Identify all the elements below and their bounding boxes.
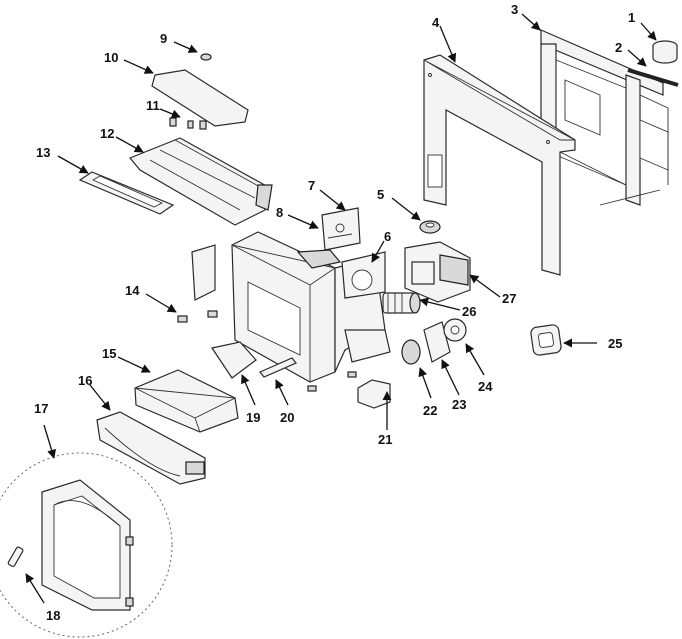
part-control-board xyxy=(321,207,361,251)
leader-lines xyxy=(25,13,657,604)
callout-5: 5 xyxy=(377,187,384,202)
callout-21: 21 xyxy=(378,432,392,447)
part-handle xyxy=(7,546,24,568)
callout-17: 17 xyxy=(34,401,48,416)
callout-24: 24 xyxy=(478,379,493,394)
part-impeller xyxy=(443,318,467,342)
callout-4: 4 xyxy=(432,15,440,30)
part-fan-bracket xyxy=(341,251,386,299)
part-face-frame xyxy=(423,54,576,276)
callout-3: 3 xyxy=(511,2,518,17)
callout-11: 11 xyxy=(146,98,160,113)
callout-27: 27 xyxy=(502,291,516,306)
callout-15: 15 xyxy=(102,346,116,361)
callout-26: 26 xyxy=(462,304,476,319)
callout-6: 6 xyxy=(384,229,391,244)
part-motor-assembly xyxy=(404,241,471,303)
callout-13: 13 xyxy=(36,145,50,160)
part-rail xyxy=(259,357,297,378)
part-side-shield xyxy=(357,379,391,409)
part-motor-disc xyxy=(419,220,441,234)
part-shutter xyxy=(211,341,257,379)
callout-8: 8 xyxy=(276,205,283,220)
part-door xyxy=(0,452,173,638)
part-gasket-plate xyxy=(530,324,562,356)
part-blower-motor xyxy=(401,339,421,365)
callout-10: 10 xyxy=(104,50,118,65)
callout-25: 25 xyxy=(608,336,622,351)
callout-9: 9 xyxy=(160,31,167,46)
part-hinge-bracket xyxy=(177,244,218,323)
part-knob xyxy=(200,53,212,61)
part-cap xyxy=(652,40,678,64)
part-ash-pan xyxy=(134,369,239,433)
part-rod xyxy=(627,68,679,87)
part-blower-plate xyxy=(423,321,451,363)
callout-16: 16 xyxy=(78,373,92,388)
callout-2: 2 xyxy=(615,40,622,55)
callout-19: 19 xyxy=(246,410,260,425)
part-clips xyxy=(307,371,357,392)
callout-23: 23 xyxy=(452,397,466,412)
part-rear-frame xyxy=(540,29,669,206)
callout-18: 18 xyxy=(46,608,60,623)
callout-20: 20 xyxy=(280,410,294,425)
part-gasket-frame xyxy=(78,171,175,215)
callout-labels: 1 2 3 4 5 6 7 8 9 10 11 12 13 14 15 16 1… xyxy=(34,2,635,623)
part-blower-tube xyxy=(382,292,421,314)
part-brackets xyxy=(169,117,207,130)
callout-14: 14 xyxy=(125,283,140,298)
part-ash-lip xyxy=(96,411,206,485)
callout-22: 22 xyxy=(423,403,437,418)
callout-1: 1 xyxy=(628,10,635,25)
part-top-panel xyxy=(151,69,249,127)
part-tray-assembly xyxy=(129,137,273,226)
callout-12: 12 xyxy=(100,126,114,141)
callout-7: 7 xyxy=(308,178,315,193)
